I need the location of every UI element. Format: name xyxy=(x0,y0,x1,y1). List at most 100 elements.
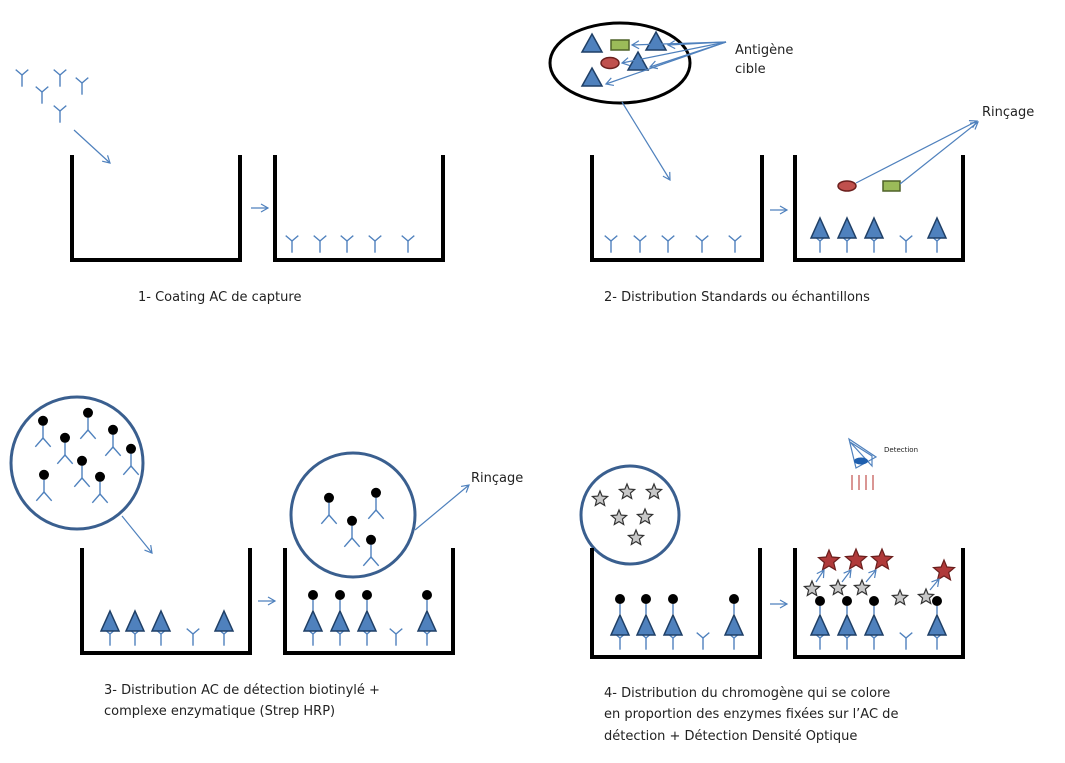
detection-antibody-icon xyxy=(79,407,97,440)
biotin-dot xyxy=(371,487,381,498)
unbound-antigen-rect xyxy=(882,180,901,192)
antibody-icon xyxy=(696,632,710,650)
detector-lens xyxy=(854,457,868,465)
antibody-icon xyxy=(75,77,89,95)
step-4-label-line-2: en proportion des enzymes fixées sur l’A… xyxy=(604,707,898,722)
antigen-triangle xyxy=(836,216,858,239)
chromogen-star xyxy=(644,482,664,500)
detector: Detection xyxy=(848,437,918,490)
antibody-arm xyxy=(368,235,376,242)
enzyme-star xyxy=(931,558,957,582)
biotin-dot xyxy=(308,590,318,600)
antibody-arm xyxy=(639,235,647,242)
antibody-arm xyxy=(42,437,52,448)
antigen-zoom-circle xyxy=(548,21,692,105)
step-4-label-line-1: 4- Distribution du chromogène qui se col… xyxy=(604,686,890,701)
antigen-triangle xyxy=(635,613,657,636)
detection-antibody-icon xyxy=(56,432,74,465)
antibody-icon xyxy=(368,235,382,253)
chromogen-star xyxy=(852,578,872,596)
step-1-group: 1- Coating AC de capture xyxy=(15,69,445,305)
antibody-arm xyxy=(899,632,907,639)
biotin-dot xyxy=(869,596,879,606)
antibody-arm xyxy=(401,235,409,242)
antibody-arm xyxy=(905,235,913,242)
antibody-icon xyxy=(728,235,742,253)
detection-antibody-icon xyxy=(367,487,385,520)
antibody-arm xyxy=(375,509,385,520)
arrow xyxy=(621,101,671,182)
detection-antibody-icon xyxy=(343,515,361,548)
antigen-triangle xyxy=(213,609,235,632)
detection-antibody-zoom-circle xyxy=(9,395,145,531)
rinse-label-step-2: Rinçage xyxy=(982,105,1034,120)
antibody-arm xyxy=(59,69,67,76)
antibody-arm xyxy=(104,446,114,457)
antigen-triangle xyxy=(863,216,885,239)
antibody-arm xyxy=(728,235,736,242)
antigen-triangle xyxy=(809,216,831,239)
biotin-dot xyxy=(126,443,136,454)
unbound-antibody-zoom-circle xyxy=(289,451,417,579)
detection-antibody-icon xyxy=(320,492,338,525)
antigen-triangle xyxy=(99,609,121,632)
well xyxy=(793,548,965,659)
unbound-antigen-ellipse xyxy=(837,180,857,192)
antigen-label-line-2: cible xyxy=(735,62,766,77)
bound-antigens xyxy=(99,609,235,646)
antibody-arm xyxy=(130,465,140,476)
antigen-triangle xyxy=(926,216,948,239)
antibody-arm xyxy=(186,628,194,635)
antibody-arm xyxy=(351,537,361,548)
antigen-triangle xyxy=(809,613,831,636)
antibody-arm xyxy=(362,556,372,567)
antibody-icon xyxy=(661,235,675,253)
antibody-arm xyxy=(99,493,109,504)
detection-antibody-icon xyxy=(34,415,52,448)
antibody-arm xyxy=(56,454,66,465)
antibody-icon xyxy=(186,628,200,646)
antigen-triangle xyxy=(329,609,351,632)
well xyxy=(273,155,445,262)
antibody-arm xyxy=(79,429,89,440)
antibody-arm xyxy=(734,235,742,242)
antibody-arm xyxy=(899,235,907,242)
chromogen-zoom-circle xyxy=(579,464,681,566)
biotin-dot xyxy=(366,534,376,545)
free-capture-antibodies xyxy=(15,69,89,123)
antibody-icon xyxy=(389,628,403,646)
step-2-label: 2- Distribution Standards ou échantillon… xyxy=(604,290,870,305)
antibody-arm xyxy=(73,477,83,488)
pointer-arrow xyxy=(620,41,727,67)
biotin-dot xyxy=(335,590,345,600)
antigen-triangle xyxy=(863,613,885,636)
antibody-icon xyxy=(401,235,415,253)
antigen-triangle xyxy=(723,613,745,636)
pointer-arrow xyxy=(604,41,727,87)
unbound-antibodies xyxy=(320,487,385,567)
biotin-dot xyxy=(38,415,48,426)
antibody-arm xyxy=(407,235,415,242)
step-3-label-line-2: complexe enzymatique (Strep HRP) xyxy=(104,704,335,719)
well xyxy=(590,155,764,262)
conversion-arrow xyxy=(865,569,877,583)
chromogen-star xyxy=(590,489,610,507)
biotin-dot xyxy=(60,432,70,443)
detected-antigens xyxy=(302,590,438,646)
coated-antibodies xyxy=(285,235,415,253)
biotin-dot xyxy=(324,492,334,503)
colored-product xyxy=(802,547,957,650)
biotin-dot xyxy=(347,515,357,526)
conversion-arrow xyxy=(815,568,825,583)
detection-antibody-icon xyxy=(35,469,53,502)
antigen-pointer-arrows xyxy=(604,40,727,87)
biotin-dot xyxy=(668,594,678,604)
antigen-triangle xyxy=(644,30,668,51)
biotin-dot xyxy=(729,594,739,604)
antibody-icon xyxy=(604,235,618,253)
antibody-arm xyxy=(81,77,89,84)
arrow xyxy=(73,129,111,164)
antigen-triangle xyxy=(150,609,172,632)
antibody-arm xyxy=(43,491,53,502)
